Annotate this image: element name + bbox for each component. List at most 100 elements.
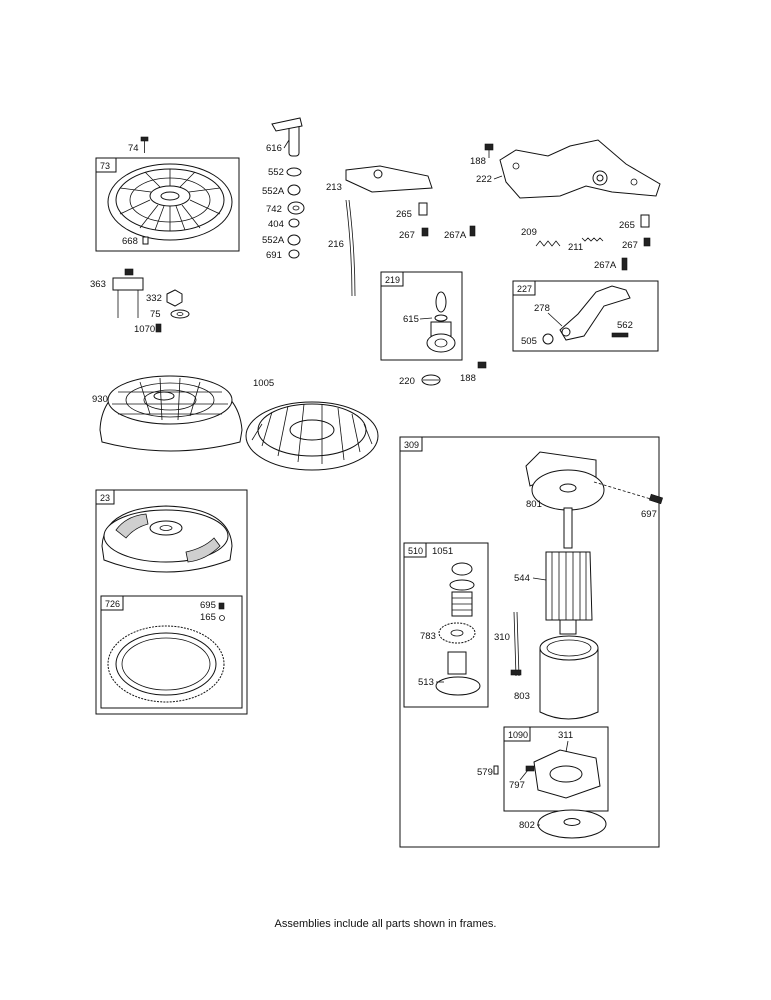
screw-695-drawing: [218, 602, 225, 610]
label-562: 562: [617, 320, 633, 331]
frame-label-227: 227: [517, 284, 532, 294]
screw-267A-2-drawing: [621, 257, 628, 271]
frame-219: 219: [380, 271, 463, 361]
label-267A-1: 267A: [444, 230, 467, 241]
spring-265-1-drawing: [418, 202, 428, 216]
brush-assembly-drawing: [525, 749, 601, 799]
clip-668-drawing: [142, 236, 149, 245]
screw-267-1-drawing: [421, 227, 429, 237]
washer-220-drawing: [421, 374, 441, 386]
screw-74-drawing: [140, 136, 149, 153]
brake-bracket-drawing: [542, 285, 631, 345]
drive-assembly-drawing: [435, 562, 481, 696]
frame-label-726: 726: [105, 599, 120, 609]
label-544: 544: [514, 573, 530, 584]
rocker-363-drawing: [112, 268, 144, 318]
spring-209-drawing: [535, 240, 561, 247]
frame-23: 23 726: [95, 489, 248, 715]
frame-label-23: 23: [100, 493, 110, 503]
label-213: 213: [326, 182, 342, 193]
label-552A-1: 552A: [262, 186, 285, 197]
label-697: 697: [641, 509, 657, 520]
end-plate-802-drawing: [537, 809, 607, 839]
bolt-697-drawing: [593, 481, 664, 505]
housing-803-drawing: [539, 635, 599, 720]
frame-227: 227: [512, 280, 659, 352]
label-742: 742: [266, 204, 282, 215]
label-616: 616: [266, 143, 282, 154]
screw-267A-1-drawing: [469, 225, 476, 237]
footnote: Assemblies include all parts shown in fr…: [274, 918, 497, 930]
label-615: 615: [403, 314, 419, 325]
label-552: 552: [268, 167, 284, 178]
label-1070: 1070: [134, 324, 155, 335]
end-cap-801-drawing: [525, 451, 605, 511]
bolt-310-drawing: [510, 611, 522, 677]
fan-1005-drawing: [245, 401, 379, 471]
nut-332-drawing: [166, 289, 183, 307]
label-579: 579: [477, 767, 493, 778]
washer-75-drawing: [170, 309, 190, 319]
label-332: 332: [146, 293, 162, 304]
governor-gear-drawing: [426, 291, 456, 353]
frame-label-1090: 1090: [508, 730, 528, 740]
ring-gear-drawing: [107, 625, 225, 703]
spring-265-2-drawing: [640, 214, 650, 228]
label-505: 505: [521, 336, 537, 347]
label-695: 695: [200, 600, 216, 611]
frame-label-309: 309: [404, 440, 419, 450]
armature-544-drawing: [545, 507, 593, 635]
part-labels: 74 616 552 552A 742 404 552A 691 668 213…: [90, 139, 657, 831]
label-267-2: 267: [622, 240, 638, 251]
label-220: 220: [399, 376, 415, 387]
governor-shaft-drawing: [271, 117, 305, 259]
label-278: 278: [534, 303, 550, 314]
label-311: 311: [558, 730, 573, 741]
control-bracket-222-drawing: [499, 139, 661, 199]
label-802: 802: [519, 820, 535, 831]
label-265-2: 265: [619, 220, 635, 231]
frame-309: 309: [399, 436, 664, 848]
label-797: 797: [509, 780, 525, 791]
frame-label-510: 510: [408, 546, 423, 556]
stud-1070-drawing: [155, 323, 162, 333]
label-74: 74: [128, 143, 139, 154]
label-363: 363: [90, 279, 106, 290]
label-265-1: 265: [396, 209, 412, 220]
screw-188-2-drawing: [477, 361, 487, 369]
label-216: 216: [328, 239, 344, 250]
label-1051: 1051: [432, 546, 453, 557]
clip-165-drawing: [219, 615, 225, 621]
governor-lever-213-drawing: [345, 165, 433, 297]
label-188-1: 188: [470, 156, 486, 167]
label-513: 513: [418, 677, 434, 688]
flywheel-drawing: [101, 505, 233, 573]
label-165: 165: [200, 612, 216, 623]
label-188-2: 188: [460, 373, 476, 384]
label-267-1: 267: [399, 230, 415, 241]
screw-188-1-drawing: [484, 143, 494, 158]
label-801: 801: [526, 499, 542, 510]
label-803: 803: [514, 691, 530, 702]
label-691: 691: [266, 250, 282, 261]
label-1005: 1005: [253, 378, 274, 389]
label-310: 310: [494, 632, 510, 643]
spring-211-drawing: [581, 237, 604, 242]
label-75: 75: [150, 309, 161, 320]
label-211: 211: [568, 242, 583, 253]
frame-73: 73: [95, 157, 240, 252]
frame-label-219: 219: [385, 275, 400, 285]
clip-579-drawing: [493, 765, 499, 775]
label-668: 668: [122, 236, 138, 247]
screw-267-2-drawing: [643, 237, 651, 247]
label-267A-2: 267A: [594, 260, 617, 271]
label-404: 404: [268, 219, 284, 230]
grass-screen-drawing: [107, 163, 233, 241]
frame-label-73: 73: [100, 161, 110, 171]
label-222: 222: [476, 174, 492, 185]
label-783: 783: [420, 631, 436, 642]
label-930: 930: [92, 394, 108, 405]
label-552A-2: 552A: [262, 235, 285, 246]
label-209: 209: [521, 227, 537, 238]
